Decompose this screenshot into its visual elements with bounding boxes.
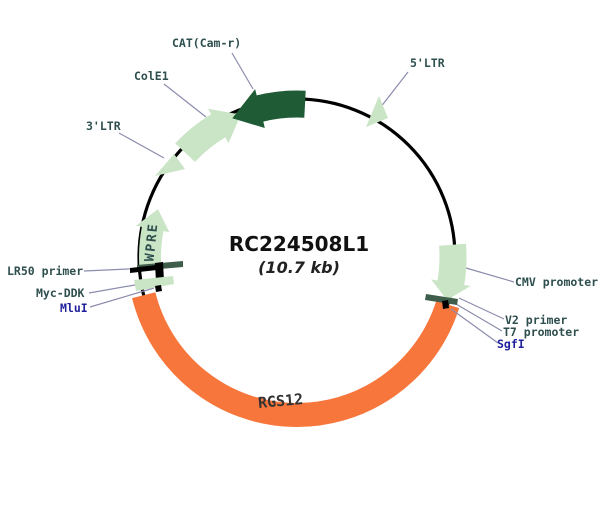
- ltr3-arrow: [155, 154, 185, 176]
- cmv-promoter-arrow: [431, 243, 471, 300]
- label-v2-primer: V2 primer: [505, 313, 568, 327]
- label-mlui: MluI: [60, 301, 88, 315]
- cat-arrow: [232, 89, 306, 128]
- label-cmv-promoter: CMV promoter: [515, 275, 599, 289]
- lr50-primer-stem: [155, 262, 164, 282]
- leader-sgfi: [450, 308, 499, 344]
- cole1-arrow: [175, 108, 241, 162]
- label-wpre: WPRE: [142, 221, 162, 263]
- t7-region-bar: [425, 294, 458, 305]
- label-ltr5: 5'LTR: [410, 56, 445, 70]
- leader-cat: [231, 52, 254, 90]
- leader-cmv: [465, 267, 515, 283]
- leader-ltr5: [379, 71, 409, 109]
- leader-t7: [455, 303, 503, 332]
- label-cat-cam-r: CAT(Cam-r): [172, 36, 242, 50]
- label-ltr3: 3'LTR: [86, 119, 121, 133]
- wpre-arrow: [136, 209, 170, 270]
- leader-v2: [458, 297, 505, 320]
- label-lr50-primer: LR50 primer: [7, 264, 84, 278]
- ltr5-arrow: [366, 96, 388, 127]
- leader-cole1: [163, 83, 207, 118]
- label-myc-ddk: Myc-DDK: [36, 286, 85, 300]
- label-sgfi: SgfI: [497, 337, 525, 351]
- label-cole1: ColE1: [134, 69, 169, 83]
- leader-ltr3: [118, 132, 165, 159]
- mlui-site-dot: [155, 285, 162, 292]
- lr50-primer-bar: [130, 265, 157, 273]
- rgs12-arc: [132, 292, 460, 427]
- leader-mlui: [89, 287, 155, 308]
- label-rgs12: RGS12: [257, 390, 304, 412]
- myc-ddk-band: [134, 276, 174, 291]
- label-t7-promoter: T7 promoter: [503, 325, 580, 339]
- sgfi-site-tick: [442, 300, 449, 309]
